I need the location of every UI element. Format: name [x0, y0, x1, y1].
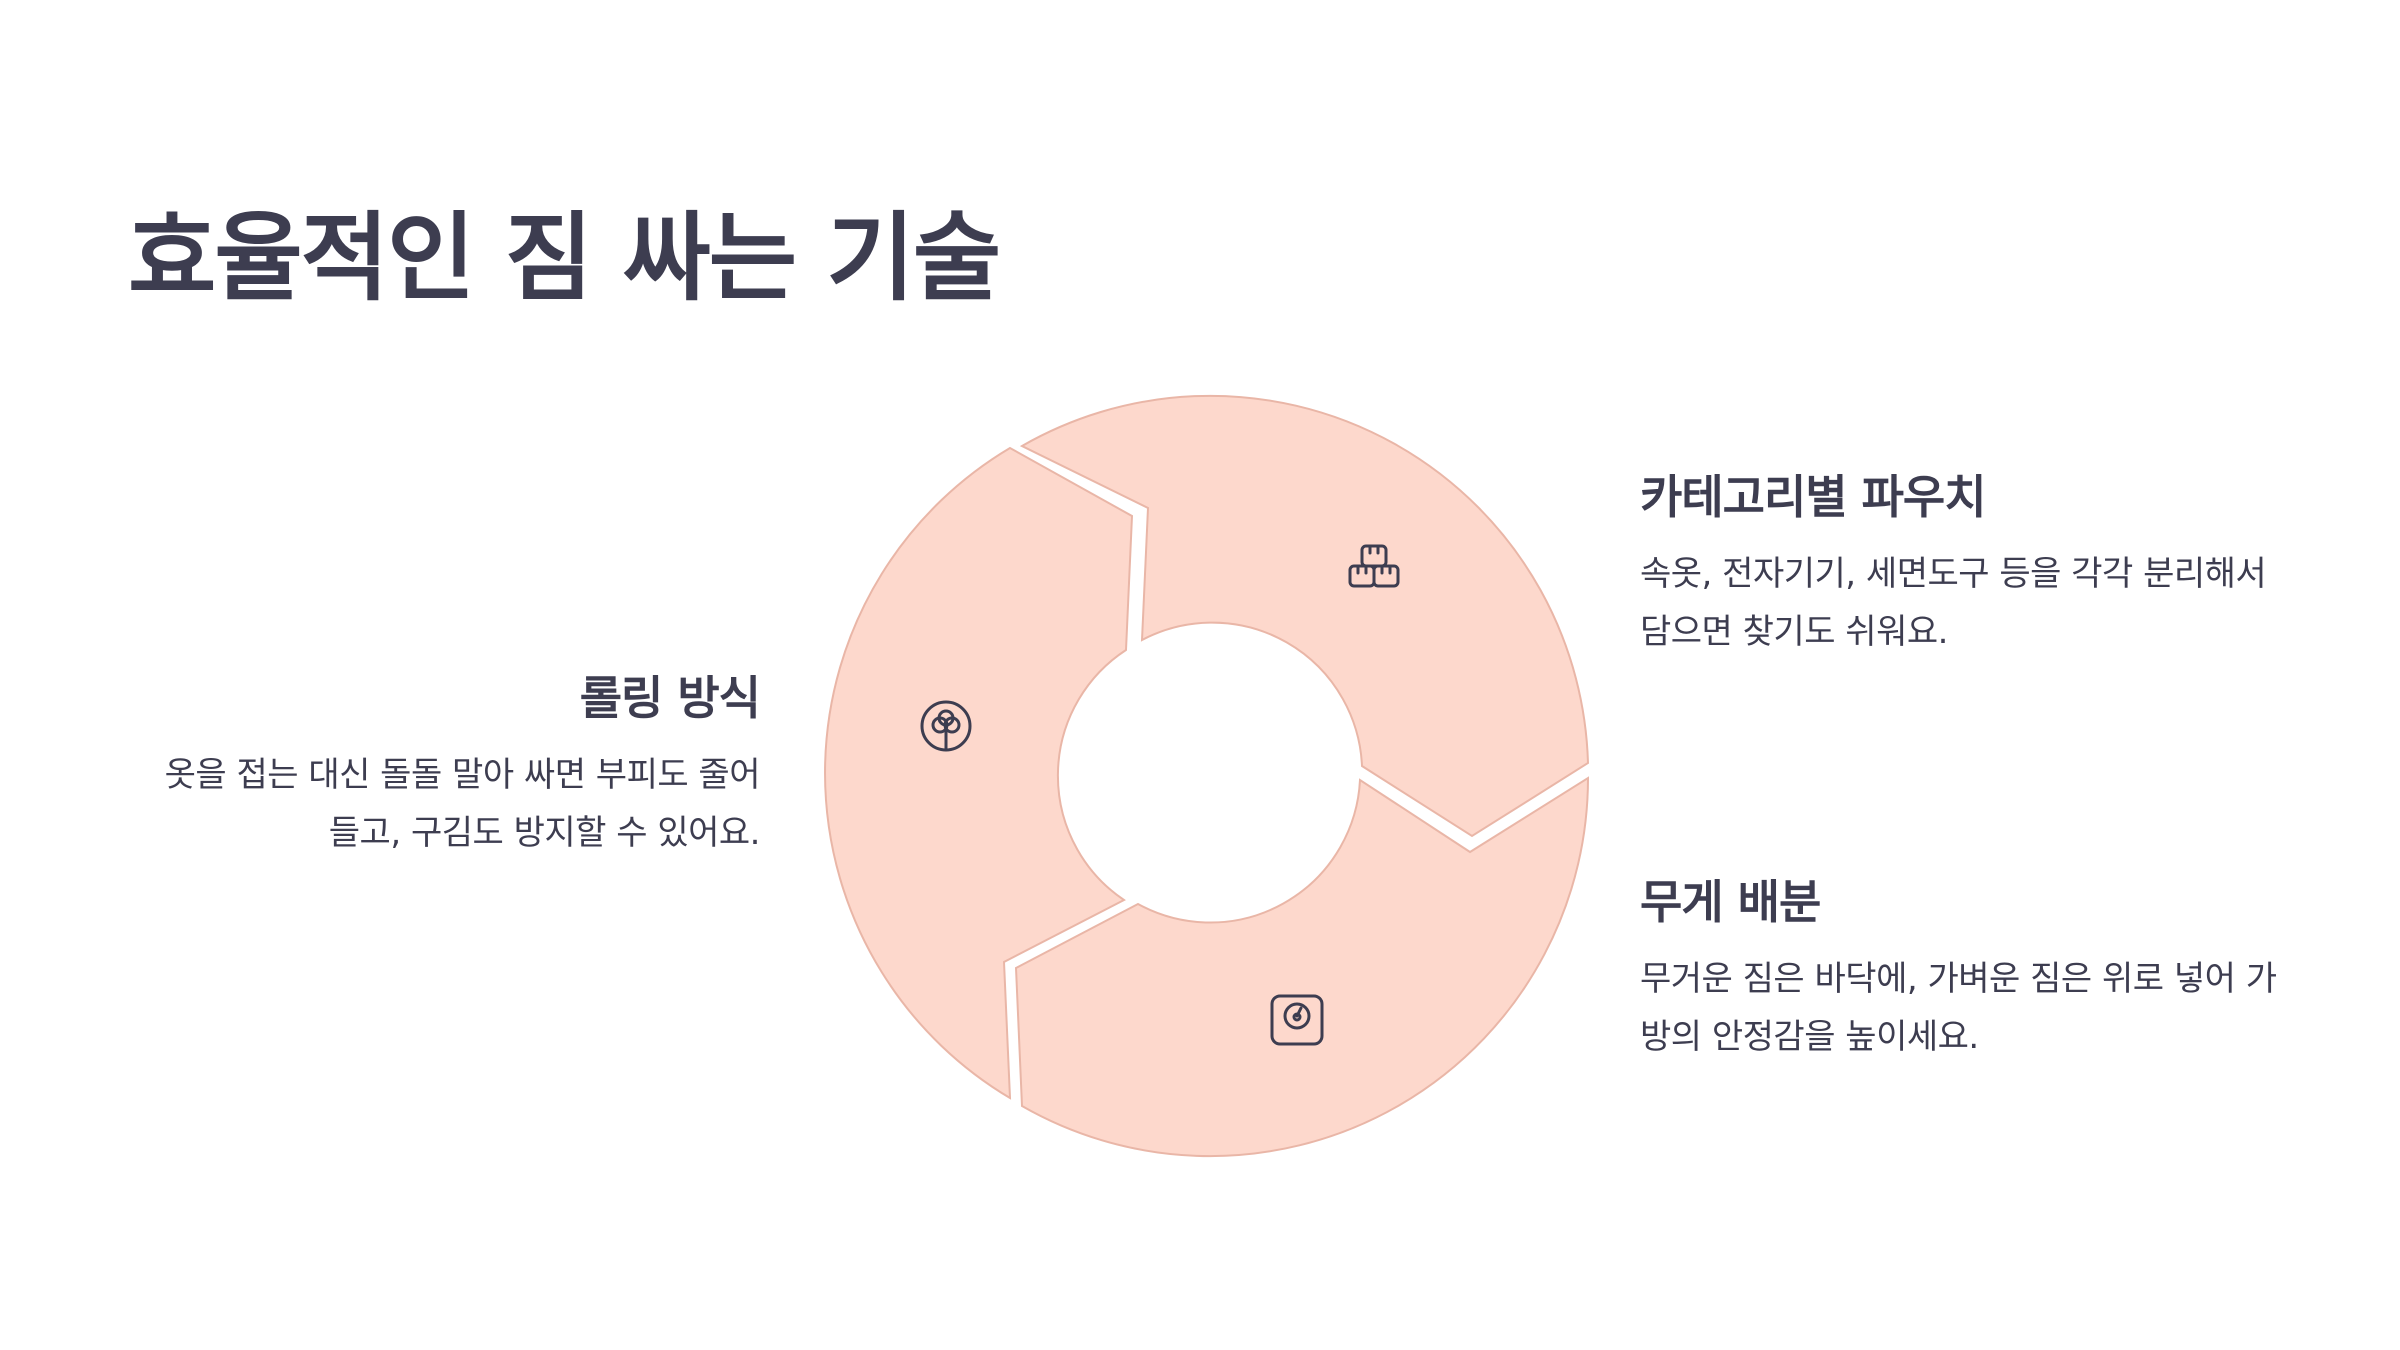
step-description: 옷을 접는 대신 돌돌 말아 싸면 부피도 줄어들고, 구김도 방지할 수 있어… — [164, 755, 761, 853]
cycle-segment-weight-distribution — [1014, 776, 1590, 1158]
step-rolling-method: 롤링 방식 옷을 접는 대신 돌돌 말아 싸면 부피도 줄어들고, 구김도 방지… — [150, 668, 761, 862]
step-heading: 무게 배분 — [1640, 875, 1821, 929]
step-heading: 카테고리별 파우치 — [1640, 470, 1987, 524]
step-description: 속옷, 전자기기, 세면도구 등을 각각 분리해서 담으면 찾기도 쉬워요. — [1640, 554, 2267, 652]
boxes-icon — [1348, 544, 1400, 588]
step-description: 무거운 짐은 바닥에, 가벼운 짐은 위로 넣어 가방의 안정감을 높이세요. — [1640, 959, 2277, 1057]
cycle-segment-rolling-method — [824, 446, 1134, 1100]
flower-icon — [920, 700, 972, 752]
step-category-pouch: 카테고리별 파우치 속옷, 전자기기, 세면도구 등을 각각 분리해서 담으면 … — [1640, 467, 2280, 661]
cycle-segment-category-pouch — [1019, 394, 1590, 838]
scale-icon — [1270, 994, 1324, 1046]
step-weight-distribution: 무게 배분 무거운 짐은 바닥에, 가벼운 짐은 위로 넣어 가방의 안정감을 … — [1640, 872, 2280, 1066]
page-title: 효율적인 짐 싸는 기술 — [128, 202, 1001, 314]
step-heading: 롤링 방식 — [579, 671, 761, 725]
